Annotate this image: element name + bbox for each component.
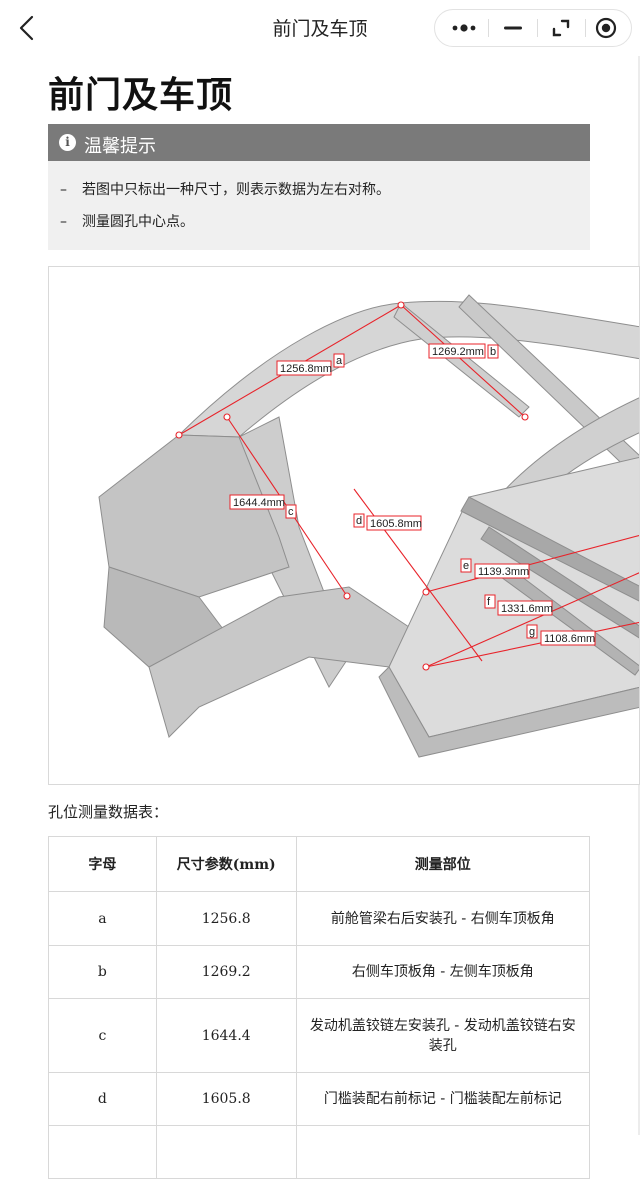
back-arrow-icon[interactable] — [14, 14, 42, 42]
table-row: c 1644.4 发动机盖铰链左安装孔 - 发动机盖铰链右安装孔 — [48, 998, 591, 1073]
notice-body: –若图中只标出一种尺寸，则表示数据为左右对称。 –测量圆孔中心点。 — [48, 161, 590, 250]
minimize-icon[interactable] — [490, 10, 536, 46]
table-row — [48, 1125, 591, 1179]
more-dots-icon[interactable] — [441, 10, 487, 46]
column-header: 字母 — [48, 836, 157, 892]
notice-item: –测量圆孔中心点。 — [60, 214, 194, 230]
svg-text:e: e — [463, 560, 469, 572]
table-header-row: 字母 尺寸参数(mm) 测量部位 — [48, 836, 591, 892]
measurement-table: 字母 尺寸参数(mm) 测量部位 a 1256.8 前舱管梁右后安装孔 - 右侧… — [48, 836, 591, 1179]
svg-text:1139.3mm: 1139.3mm — [478, 566, 529, 578]
notice-title: 温馨提示 — [84, 136, 156, 157]
svg-text:1605.8mm: 1605.8mm — [370, 518, 422, 530]
float-window-icon[interactable] — [538, 10, 584, 46]
notice-item: –若图中只标出一种尺寸，则表示数据为左右对称。 — [60, 182, 390, 198]
svg-text:1269.2mm: 1269.2mm — [432, 346, 484, 358]
label-f: f 1331.6mm — [484, 594, 553, 616]
svg-text:1256.8mm: 1256.8mm — [280, 363, 332, 375]
svg-text:g: g — [529, 626, 535, 638]
label-b: 1269.2mm b — [428, 343, 499, 359]
label-e: e 1139.3mm — [460, 558, 530, 579]
table-caption: 孔位测量数据表： — [48, 803, 169, 821]
page-title: 前门及车顶 — [48, 75, 234, 116]
svg-text:c: c — [288, 506, 294, 518]
svg-text:d: d — [356, 515, 362, 527]
close-target-icon[interactable] — [583, 10, 629, 46]
label-c: 1644.4mm c — [229, 494, 297, 519]
label-d: d 1605.8mm — [353, 513, 422, 531]
car-body-illustration: 1256.8mm a 1269.2mm b 1644.4mm c d 1605.… — [98, 294, 639, 758]
svg-text:b: b — [490, 346, 496, 358]
label-g: g 1108.6mm — [526, 624, 596, 646]
nav-title: 前门及车顶 — [272, 18, 368, 40]
table-row: b 1269.2 右侧车顶板角 - 左侧车顶板角 — [48, 945, 591, 999]
mini-program-capsule — [434, 9, 632, 47]
top-navigation-bar: 前门及车顶 — [0, 0, 640, 56]
svg-text:1331.6mm: 1331.6mm — [501, 603, 553, 615]
label-a: 1256.8mm a — [276, 353, 345, 376]
car-body-diagram[interactable]: 1256.8mm a 1269.2mm b 1644.4mm c d 1605.… — [48, 266, 640, 785]
column-header: 尺寸参数(mm) — [155, 836, 297, 892]
table-row: d 1605.8 门槛装配右前标记 - 门槛装配左前标记 — [48, 1072, 591, 1126]
svg-text:f: f — [487, 596, 491, 608]
svg-text:a: a — [336, 355, 343, 367]
svg-text:1108.6mm: 1108.6mm — [544, 633, 595, 645]
svg-text:1644.4mm: 1644.4mm — [233, 497, 285, 509]
table-row: a 1256.8 前舱管梁右后安装孔 - 右侧车顶板角 — [48, 891, 591, 946]
notice-header: i 温馨提示 — [48, 124, 590, 161]
column-header: 测量部位 — [295, 836, 591, 892]
info-icon: i — [59, 134, 76, 151]
